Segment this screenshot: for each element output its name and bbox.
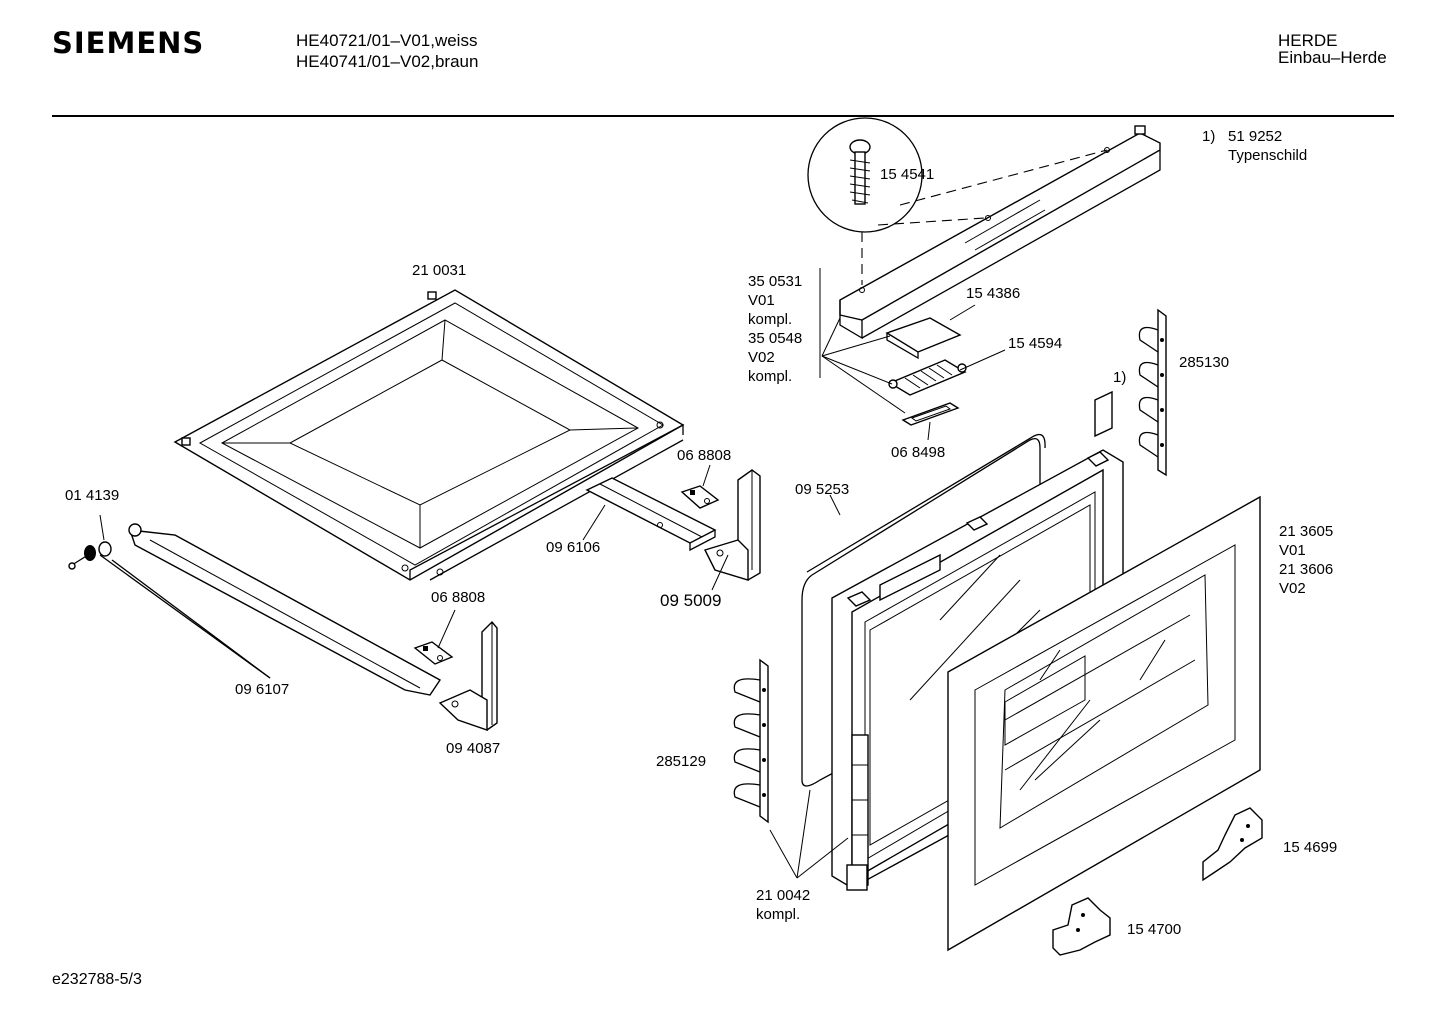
note-marker: 1) bbox=[1202, 128, 1216, 145]
hinge-154699-part bbox=[1202, 807, 1263, 882]
screw-014139-part bbox=[68, 514, 112, 570]
label-096107: 09 6107 bbox=[235, 681, 290, 698]
shelf-rack-285130-part bbox=[1138, 308, 1167, 477]
label-068808-lower: 06 8808 bbox=[431, 589, 486, 606]
side-rail-096107-part bbox=[99, 523, 442, 696]
label-v02-b: V02 bbox=[1279, 580, 1306, 597]
hinge-bracket-094087-part bbox=[438, 620, 498, 731]
type-plate-part bbox=[1094, 390, 1113, 438]
header-divider bbox=[52, 115, 1394, 117]
outer-glass-213605-part bbox=[947, 495, 1261, 952]
label-154594: 15 4594 bbox=[1008, 335, 1063, 352]
label-kompl-a: kompl. bbox=[748, 311, 793, 328]
model-line-2: HE40741/01–V02,braun bbox=[296, 52, 479, 71]
label-154700: 15 4700 bbox=[1127, 921, 1182, 938]
document-id: e232788-5/3 bbox=[52, 971, 142, 988]
label-068808-upper: 06 8808 bbox=[677, 447, 732, 464]
label-095009: 09 5009 bbox=[660, 591, 722, 610]
label-350548: 35 0548 bbox=[748, 330, 803, 347]
label-kompl-c: kompl. bbox=[756, 906, 801, 923]
label-v01-b: V01 bbox=[1279, 542, 1306, 559]
clip-068808-lower-part bbox=[413, 609, 456, 665]
label-210042: 21 0042 bbox=[756, 887, 811, 904]
label-213606: 21 3606 bbox=[1279, 561, 1334, 578]
hinge-bracket-095009-part bbox=[704, 469, 761, 591]
shelf-rack-285129-part bbox=[733, 658, 769, 824]
label-096106: 09 6106 bbox=[546, 539, 601, 556]
label-154541: 15 4541 bbox=[880, 166, 935, 183]
label-154699: 15 4699 bbox=[1283, 839, 1338, 856]
label-350531: 35 0531 bbox=[748, 273, 803, 290]
label-068498: 06 8498 bbox=[891, 444, 946, 461]
category-line-2: Einbau–Herde bbox=[1278, 48, 1387, 67]
label-kompl-b: kompl. bbox=[748, 368, 793, 385]
leader-lines-210042 bbox=[769, 789, 849, 879]
inline-note-marker: 1) bbox=[1113, 369, 1127, 386]
label-285130: 285130 bbox=[1179, 354, 1230, 371]
model-line-1: HE40721/01–V01,weiss bbox=[296, 31, 478, 50]
label-213605: 21 3605 bbox=[1279, 523, 1334, 540]
cover-154386-part bbox=[885, 304, 976, 360]
leader-lines-350531 bbox=[819, 268, 906, 414]
label-014139: 01 4139 bbox=[65, 487, 120, 504]
grille-154594-part bbox=[888, 349, 1006, 396]
label-285129: 285129 bbox=[656, 753, 707, 770]
brand-logo: SIEMENS bbox=[52, 26, 205, 60]
gasket-068498-part bbox=[901, 402, 960, 441]
note-part-name: Typenschild bbox=[1228, 147, 1308, 164]
label-210031: 21 0031 bbox=[412, 262, 467, 279]
clip-068808-upper-part bbox=[680, 464, 720, 509]
label-154386: 15 4386 bbox=[966, 285, 1021, 302]
label-095253: 09 5253 bbox=[795, 481, 850, 498]
category-line-1: HERDE bbox=[1278, 31, 1338, 50]
screw-detail-circle bbox=[807, 117, 1108, 285]
label-v01-a: V01 bbox=[748, 292, 775, 309]
hinge-154700-part bbox=[1052, 897, 1111, 956]
door-seal-095253-part bbox=[801, 433, 1046, 787]
control-strip-part bbox=[839, 125, 1161, 340]
side-rail-096106-part bbox=[582, 477, 717, 552]
label-094087: 09 4087 bbox=[446, 740, 501, 757]
label-v02-a: V02 bbox=[748, 349, 775, 366]
top-panel-part bbox=[173, 289, 685, 581]
note-part-number: 51 9252 bbox=[1228, 128, 1283, 145]
